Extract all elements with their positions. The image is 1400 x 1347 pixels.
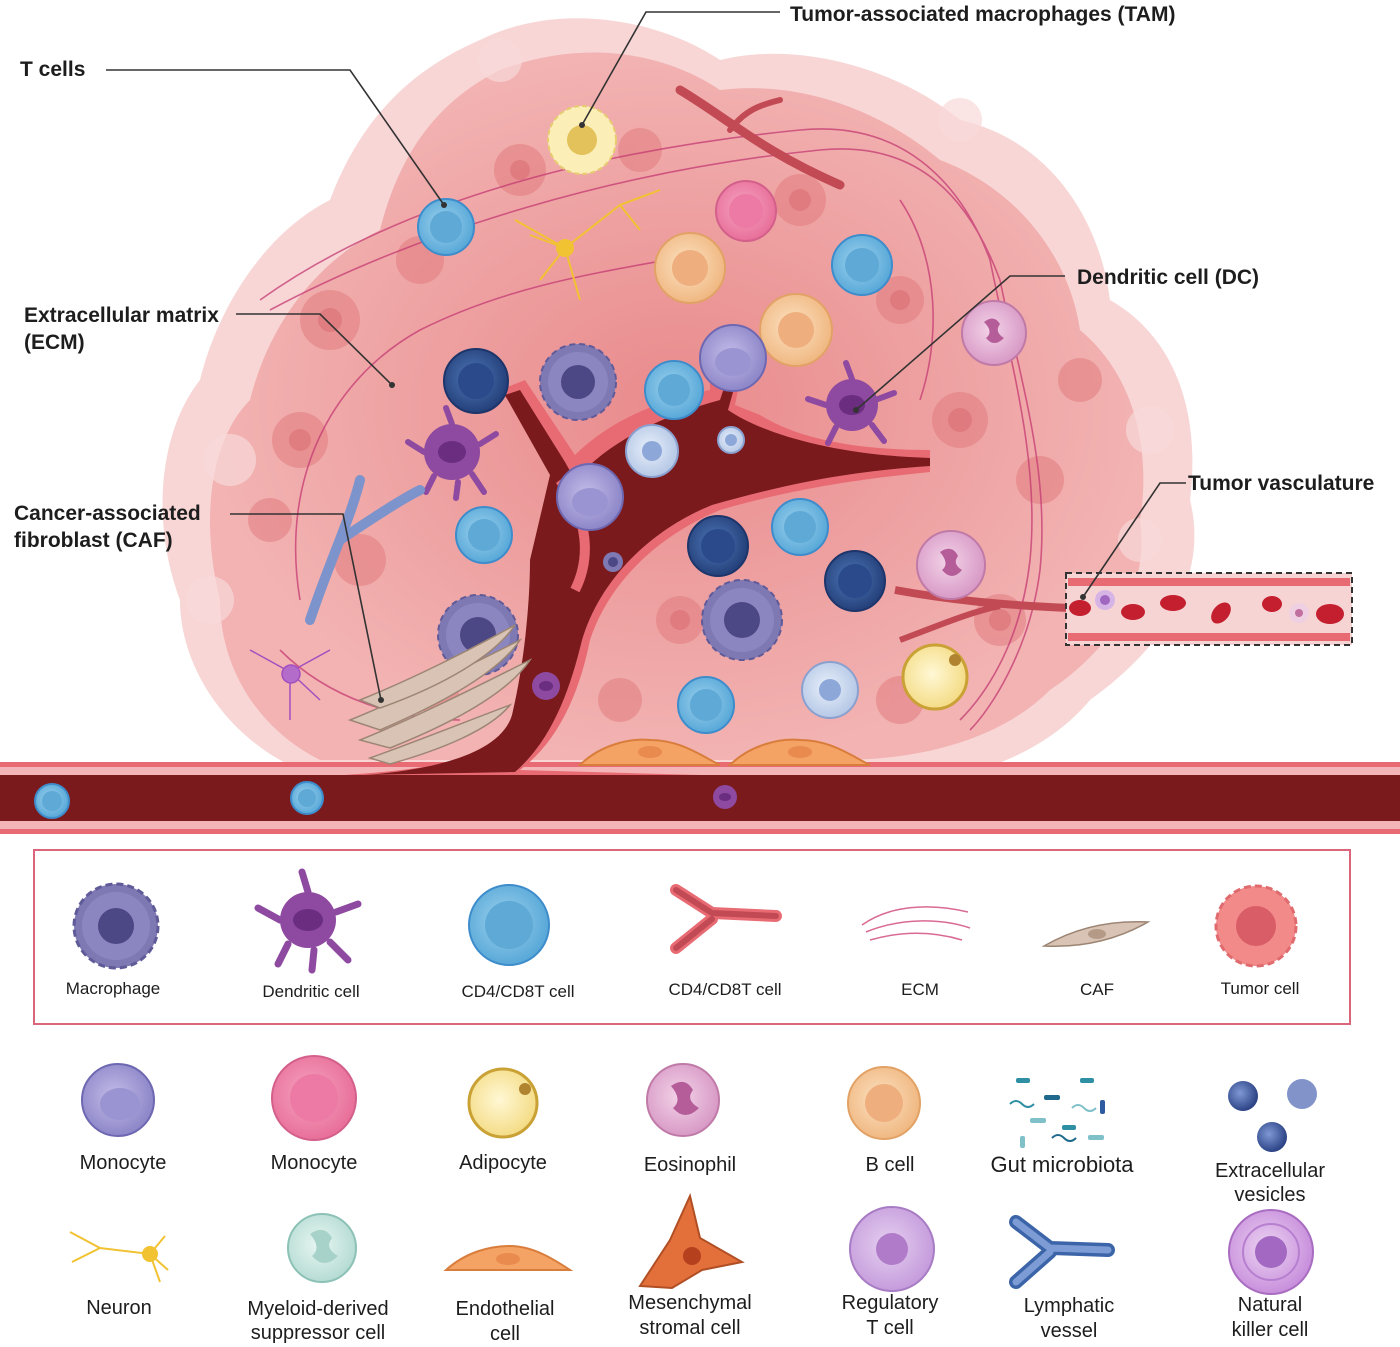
legend-label: suppressor cell xyxy=(251,1322,386,1344)
legend-label: Lymphatic xyxy=(1024,1295,1114,1317)
legend-label: Neuron xyxy=(86,1297,152,1319)
legend-endothelial-icon xyxy=(443,1244,574,1271)
legend-label: Natural xyxy=(1238,1294,1302,1316)
legend-label: Myeloid-derived xyxy=(247,1298,388,1320)
legend-lymphatic-icon xyxy=(1009,1215,1115,1289)
legend-label: Regulatory xyxy=(842,1292,939,1314)
legend-label: T cell xyxy=(866,1317,913,1339)
label-caf-line1: Cancer-associated xyxy=(14,502,201,525)
legend-neuron-icon xyxy=(69,1231,169,1283)
t-cells-group xyxy=(417,198,893,734)
legend-label: Gut microbiota xyxy=(990,1152,1134,1177)
legend-label: Mesenchymal xyxy=(628,1292,751,1314)
legend-monocyte-1-icon xyxy=(81,1063,155,1137)
legend-label: ECM xyxy=(901,980,939,999)
label-ecm-line2: (ECM) xyxy=(24,331,85,354)
endothelial-cells xyxy=(577,738,871,766)
dendritic-cells xyxy=(405,360,897,809)
legend-label: Extracellular xyxy=(1215,1160,1325,1182)
purple-neuron xyxy=(249,649,331,720)
legend-caf-icon xyxy=(1041,920,1151,948)
legend-ecm-icon xyxy=(861,906,971,941)
legend-label: killer cell xyxy=(1232,1319,1309,1341)
vasculature-inset xyxy=(1065,572,1353,646)
legend-macrophage-icon xyxy=(72,882,160,970)
legend-label: Adipocyte xyxy=(459,1152,547,1174)
label-t-cells: T cells xyxy=(20,58,85,81)
legend-label: Monocyte xyxy=(271,1152,358,1174)
caf-cells xyxy=(347,624,533,765)
legend-label: Tumor cell xyxy=(1221,979,1300,998)
legend-adipocyte-icon xyxy=(467,1067,539,1139)
label-ecm-line1: Extracellular matrix xyxy=(24,304,219,327)
legend-label: Dendritic cell xyxy=(262,982,359,1001)
legend-bcell-icon xyxy=(847,1066,921,1140)
legend-vessel-icon xyxy=(670,884,782,954)
legend-label: CD4/CD8T cell xyxy=(461,982,574,1001)
legend-row2-labels: Neuron Myeloid-derived suppressor cell E… xyxy=(86,1292,1308,1345)
blood-vessel-tree xyxy=(0,85,1400,834)
vessel-t-cells xyxy=(34,781,324,819)
legend-nk-icon xyxy=(1228,1209,1314,1295)
t-cell xyxy=(644,360,704,420)
dark-t-cells xyxy=(443,348,886,612)
legend-label: cell xyxy=(490,1323,520,1345)
legend-label: vesicles xyxy=(1234,1184,1305,1206)
legend-label: B cell xyxy=(866,1154,915,1176)
legend-row1-labels: Monocyte Monocyte Adipocyte Eosinophil B… xyxy=(80,1152,1326,1206)
lymphatic-vessel-in-tumor xyxy=(305,475,425,625)
neuron-in-tumor xyxy=(514,189,661,301)
legend-treg-icon xyxy=(849,1206,935,1292)
legend-monocyte-2-icon xyxy=(271,1055,357,1141)
label-dc: Dendritic cell (DC) xyxy=(1077,266,1259,289)
label-caf-line2: fibroblast (CAF) xyxy=(14,529,173,552)
legend-label: vessel xyxy=(1041,1320,1098,1342)
callout-lines xyxy=(106,11,1186,701)
legend-gut-microbiota-icon xyxy=(1009,1078,1105,1148)
legend-label: Monocyte xyxy=(80,1152,167,1174)
legend-box-labels: Macrophage Dendritic cell CD4/CD8T cell … xyxy=(66,979,1300,1001)
legend-label: stromal cell xyxy=(639,1317,740,1339)
legend-label: Endothelial xyxy=(456,1298,555,1320)
t-cell xyxy=(455,506,513,564)
legend-tcell-icon xyxy=(468,884,550,966)
legend-label: Macrophage xyxy=(66,979,161,998)
legend-tumor-icon xyxy=(1214,884,1298,968)
t-cell xyxy=(771,498,829,556)
legend-label: Eosinophil xyxy=(644,1154,736,1176)
t-cell xyxy=(831,234,893,296)
legend-label: CD4/CD8T cell xyxy=(668,980,781,999)
legend-extracellular-vesicles-icon xyxy=(1228,1079,1317,1152)
t-cell xyxy=(677,676,735,734)
label-tam: Tumor-associated macrophages (TAM) xyxy=(790,3,1175,26)
legend-mdsc-icon xyxy=(287,1213,357,1283)
legend-dendritic-icon xyxy=(254,868,362,974)
legend-eosinophil-icon xyxy=(646,1063,720,1137)
legend-label: CAF xyxy=(1080,980,1114,999)
tam-cell xyxy=(547,105,617,175)
legend-mesenchymal-icon xyxy=(638,1192,745,1290)
other-immune-cells xyxy=(556,180,1027,719)
t-cell xyxy=(417,198,475,256)
label-vasculature: Tumor vasculature xyxy=(1188,472,1374,495)
